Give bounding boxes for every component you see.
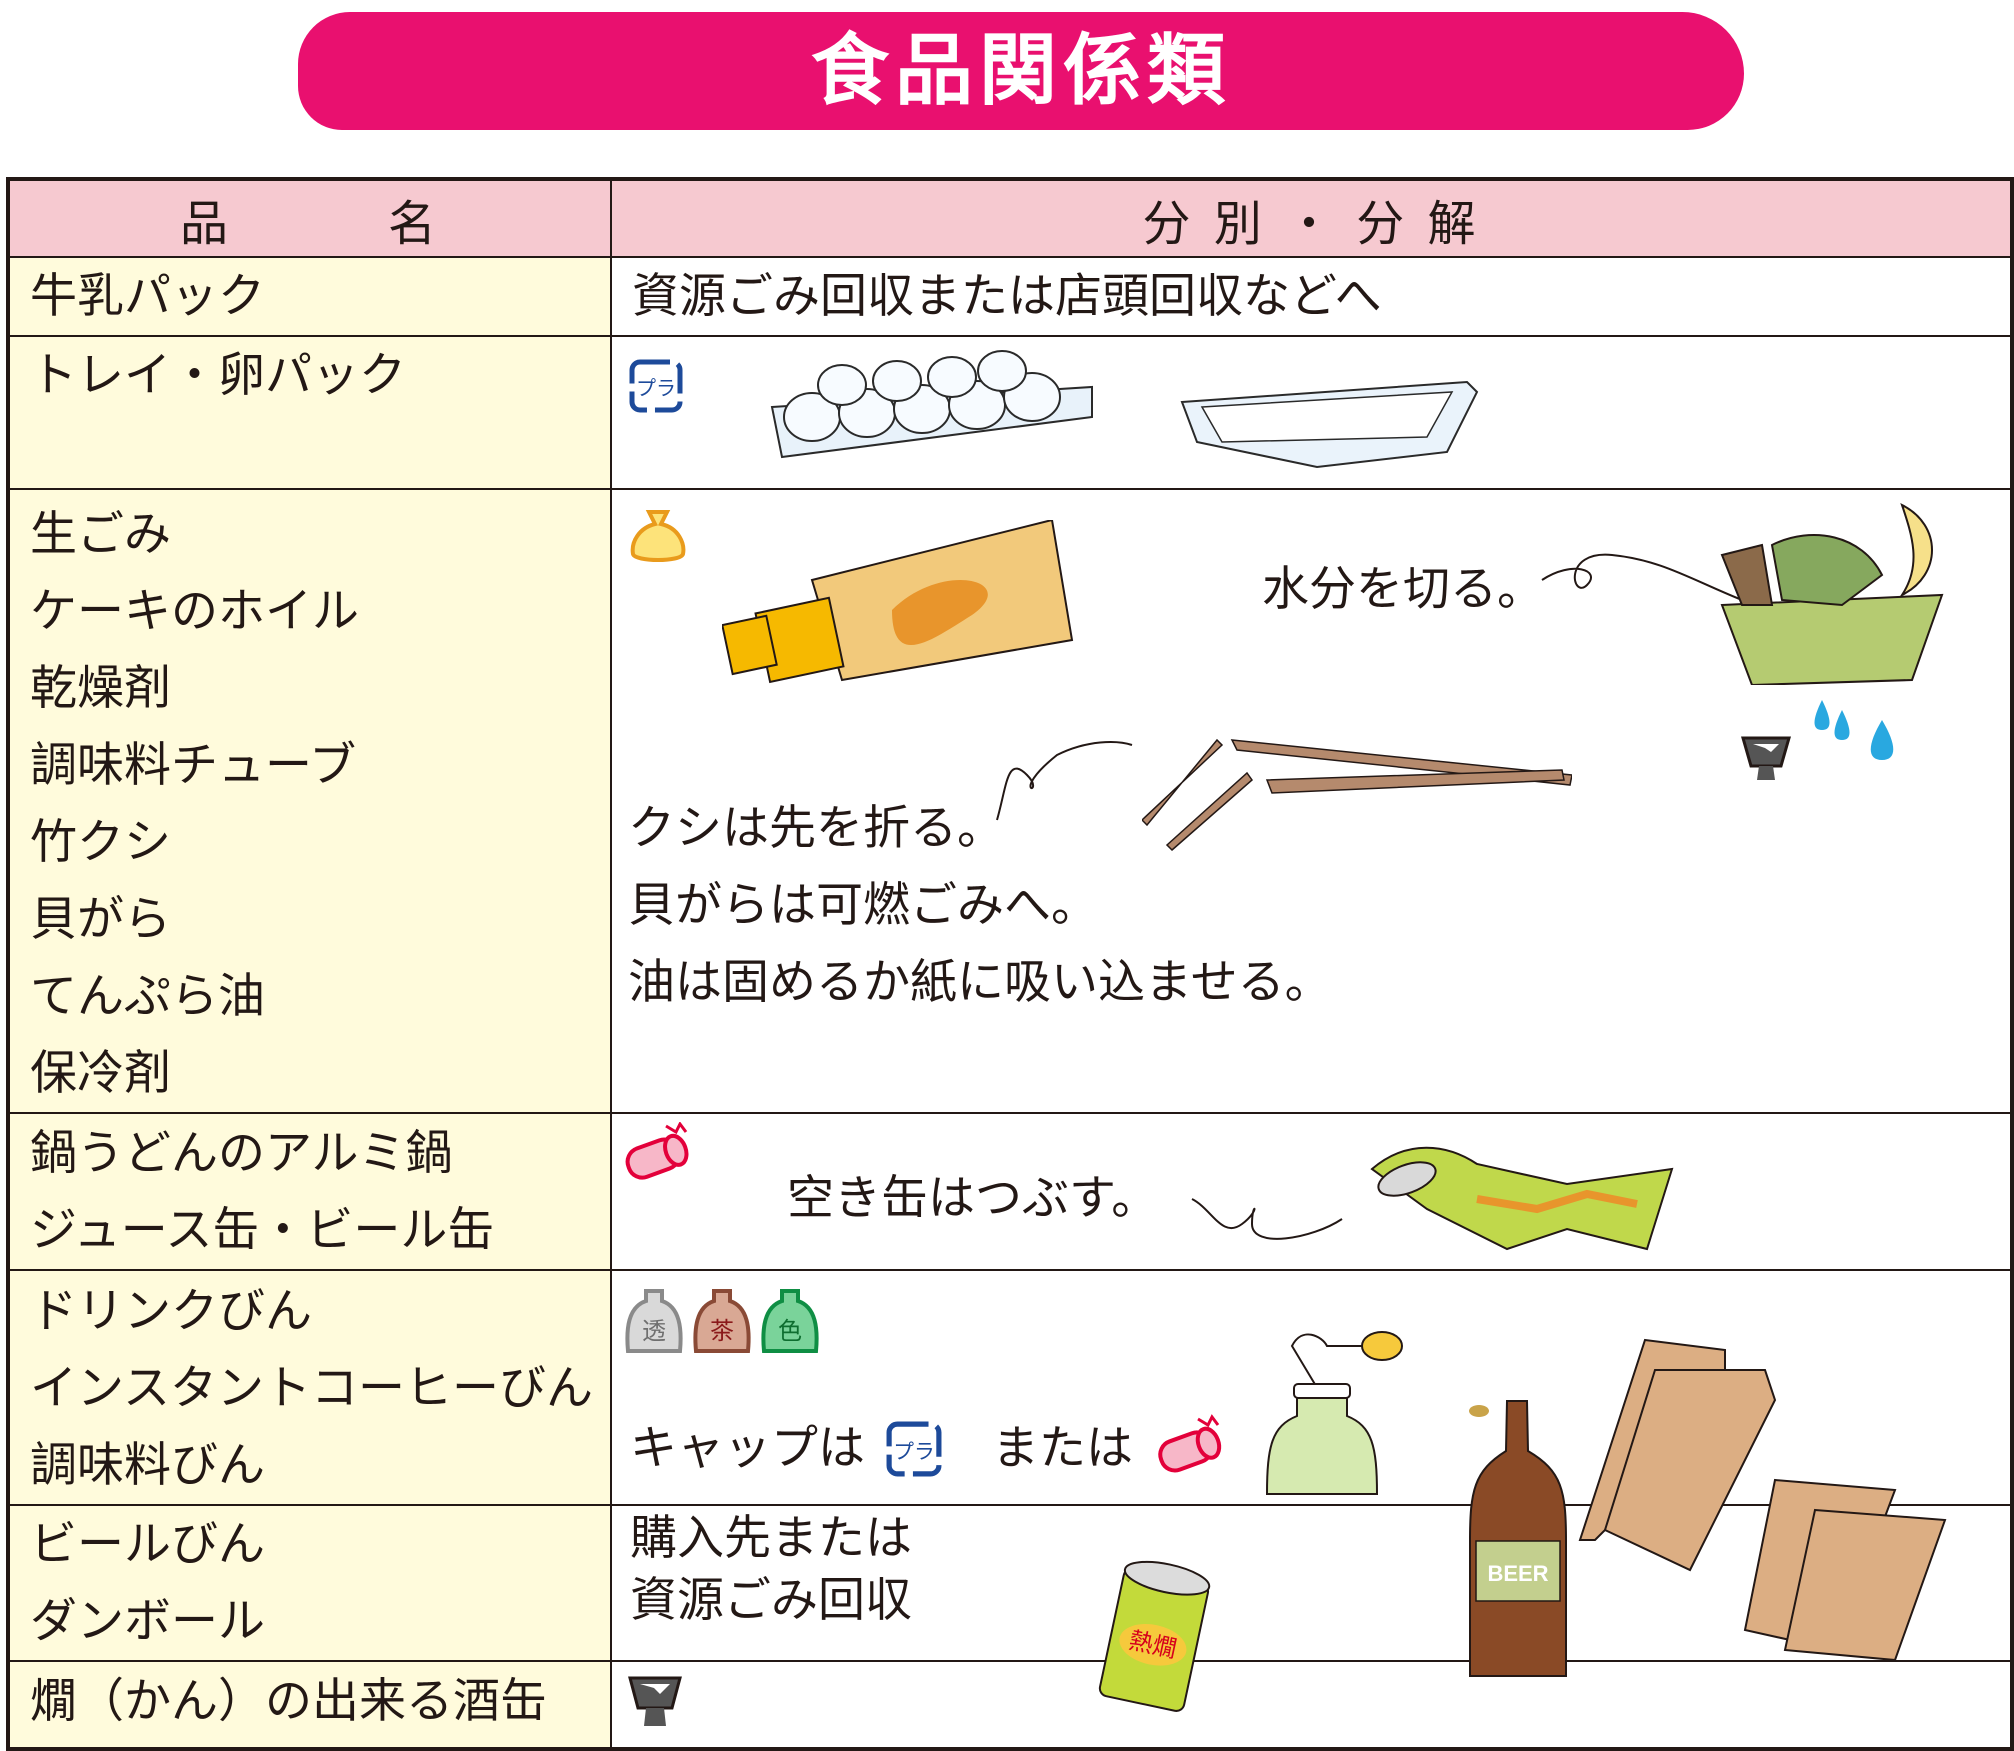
skewer-arrow-line	[996, 741, 1133, 821]
table-row: 生ごみ ケーキのホイル 乾燥剤 調味料チューブ 竹クシ 貝がら てんぷら油 保冷…	[7, 488, 2013, 1114]
water-drops-icon	[1802, 700, 1902, 780]
food-scraps-basket-icon	[1702, 495, 1952, 687]
item-name: 鍋うどんのアルミ鍋	[30, 1126, 453, 1181]
title-banner: 食品関係類	[298, 12, 1744, 130]
item-name: ダンボール	[30, 1594, 265, 1649]
table-row: 鍋うどんのアルミ鍋 ジュース缶・ビール缶 空き缶はつぶす。	[7, 1112, 2013, 1271]
header-sorting-method: 分 別 ・ 分 解	[610, 178, 2013, 258]
instruction-text: 水分を切る。	[1262, 562, 1544, 617]
food-tray-icon	[1177, 362, 1487, 472]
item-name: ビールびん	[30, 1517, 265, 1572]
item-names: 鍋うどんのアルミ鍋 ジュース缶・ビール缶	[7, 1112, 612, 1271]
item-name: ジュース缶・ビール缶	[30, 1203, 495, 1258]
sorting-instructions: 水分を切る。 クシは先を折る。 貝がらは可燃ごみへ。 油は固めるか紙に吸い込ませ	[610, 488, 2013, 1114]
instruction-text: クシは先を折る。	[628, 801, 1004, 856]
burnable-garbage-bag-icon	[627, 508, 689, 564]
item-name: 生ごみ	[30, 507, 171, 562]
item-name: 竹クシ	[30, 815, 171, 870]
table-header-row: 品 名 分 別 ・ 分 解	[7, 178, 2013, 258]
instruction-text: 購入先または	[630, 1511, 912, 1566]
crush-arrow-line	[1191, 1198, 1343, 1240]
glass-bottle-color-icons: 透 茶 色	[624, 1289, 824, 1361]
crushed-can-icon	[1367, 1139, 1677, 1259]
item-name: てんぷら油	[30, 969, 265, 1024]
plastic-mark-label: プラ	[893, 1439, 934, 1463]
item-name: インスタントコーヒーびん	[30, 1361, 594, 1416]
instruction-text: 資源ごみ回収	[630, 1573, 912, 1628]
instruction-text: 空き缶はつぶす。	[787, 1171, 1159, 1226]
item-names: 生ごみ ケーキのホイル 乾燥剤 調味料チューブ 竹クシ 貝がら てんぷら油 保冷…	[7, 488, 612, 1114]
instruction-block: クシは先を折る。 貝がらは可燃ごみへ。 油は固めるか紙に吸い込ませる。	[628, 790, 1332, 1021]
instruction-text: 貝がらは可燃ごみへ。	[628, 878, 1098, 933]
can-resource-icon	[1152, 1411, 1232, 1481]
table-row: 燗（かん）の出来る酒缶	[7, 1660, 2013, 1750]
sorting-instructions	[610, 1660, 2013, 1750]
colored-glass-icon: 色	[761, 1289, 819, 1353]
instruction-text: または	[992, 1421, 1133, 1476]
svg-text:茶: 茶	[710, 1317, 734, 1345]
item-name: 貝がら	[30, 892, 171, 947]
item-name: 調味料チューブ	[30, 738, 357, 793]
item-names: 牛乳パック	[7, 256, 612, 337]
sorting-instructions: プラ	[610, 335, 2013, 490]
item-name: 乾燥剤	[30, 661, 171, 716]
instruction-text: 油は固めるか紙に吸い込ませる。	[628, 955, 1332, 1010]
sorting-instructions: 資源ごみ回収または店頭回収などへ	[610, 256, 2013, 337]
bamboo-skewers-icon	[1140, 725, 1573, 855]
svg-text:色: 色	[778, 1317, 802, 1345]
drain-arrow-line	[1541, 553, 1743, 601]
item-names: トレイ・卵パック	[7, 335, 612, 490]
item-name: ドリンクびん	[30, 1284, 312, 1339]
table-row: トレイ・卵パック プラ	[7, 335, 2013, 490]
item-name: 燗（かん）の出来る酒缶	[30, 1674, 547, 1729]
cardboard-boxes-icon	[1575, 1330, 1955, 1670]
item-name: トレイ・卵パック	[30, 348, 406, 403]
glass-jar-with-cap-icon	[1262, 1326, 1422, 1496]
item-name: 牛乳パック	[30, 269, 265, 324]
item-names: ドリンクびん インスタントコーヒーびん 調味料びん	[7, 1269, 612, 1506]
svg-text:透: 透	[642, 1317, 666, 1345]
item-names: ビールびん ダンボール	[7, 1504, 612, 1662]
item-name: ケーキのホイル	[30, 584, 359, 639]
plastic-mark-label: プラ	[636, 376, 676, 400]
instruction-text: 資源ごみ回収または店頭回収などへ	[632, 269, 1382, 324]
header-item-name: 品 名	[7, 178, 612, 258]
sorting-table: 品 名 分 別 ・ 分 解 牛乳パック 資源ごみ回収または店頭回収などへ トレイ…	[6, 177, 2014, 1751]
egg-carton-icon	[762, 347, 1107, 477]
plastic-recycle-icon: プラ	[884, 1421, 944, 1477]
item-name: 調味料びん	[30, 1438, 265, 1493]
sorting-instructions: 空き缶はつぶす。	[610, 1112, 2013, 1271]
brown-glass-icon: 茶	[693, 1289, 751, 1353]
instruction-text: キャップは	[630, 1421, 865, 1476]
item-names: 燗（かん）の出来る酒缶	[7, 1660, 612, 1750]
item-name: 保冷剤	[30, 1046, 171, 1101]
page-title: 食品関係類	[810, 26, 1231, 116]
sake-can-icon: 熱燗	[1090, 1555, 1220, 1715]
clear-glass-icon: 透	[625, 1289, 683, 1353]
table-row: ドリンクびん インスタントコーヒーびん 調味料びん 透 茶 色 キャップは プラ…	[7, 1269, 2013, 1677]
sorting-instructions: 透 茶 色 キャップは プラ または BEER	[610, 1269, 2013, 1677]
plastic-recycle-icon: プラ	[629, 359, 683, 413]
non-burnable-garbage-icon	[624, 1670, 686, 1736]
table-row: 牛乳パック 資源ごみ回収または店頭回収などへ	[7, 256, 2013, 337]
can-resource-icon	[620, 1121, 696, 1186]
non-burnable-garbage-icon	[1737, 730, 1795, 788]
condiment-tube-icon	[721, 518, 1082, 700]
